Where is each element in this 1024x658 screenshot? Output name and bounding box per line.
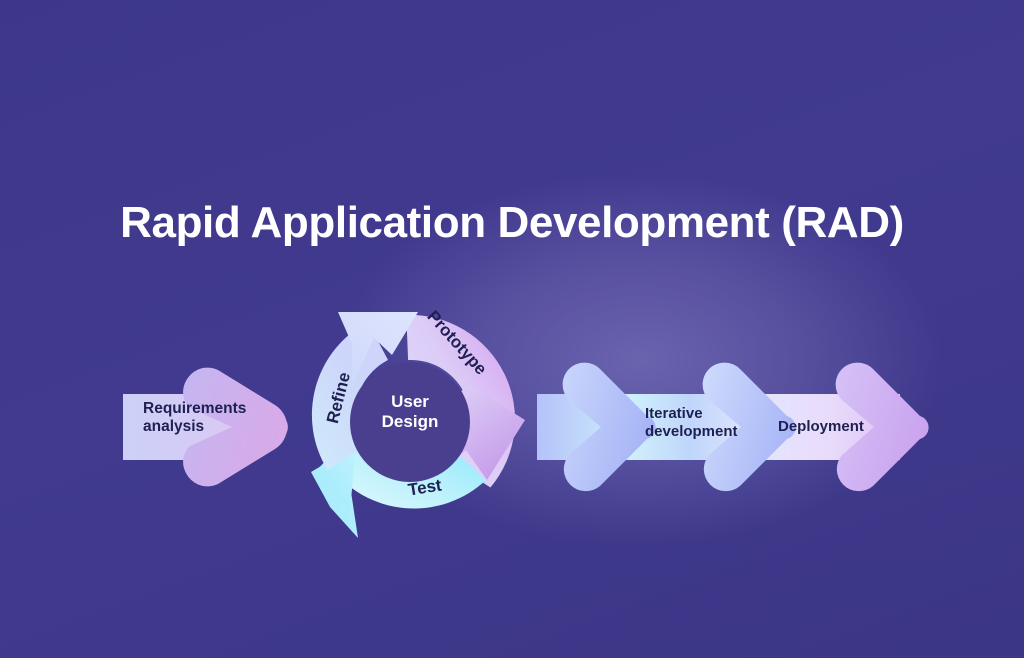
cycle-segment-refine[interactable] — [311, 322, 388, 470]
page-title: Rapid Application Development (RAD) — [120, 198, 904, 247]
cycle-center-circle — [350, 362, 470, 482]
chevron-arrow-2 — [702, 362, 796, 492]
cycle-arrowhead-test-b — [313, 452, 355, 510]
chevron-arrow-3 — [835, 362, 929, 492]
requirements-arrow-head-outline — [187, 369, 288, 485]
flow-step-iterative-development[interactable] — [562, 362, 796, 492]
flow-step-deployment[interactable] — [835, 362, 929, 492]
user-design-cycle[interactable] — [311, 312, 525, 538]
chevron-arrow-1 — [562, 362, 656, 492]
cycle-arrowhead-refine — [338, 312, 418, 386]
flow-step-requirements[interactable] — [123, 367, 288, 487]
